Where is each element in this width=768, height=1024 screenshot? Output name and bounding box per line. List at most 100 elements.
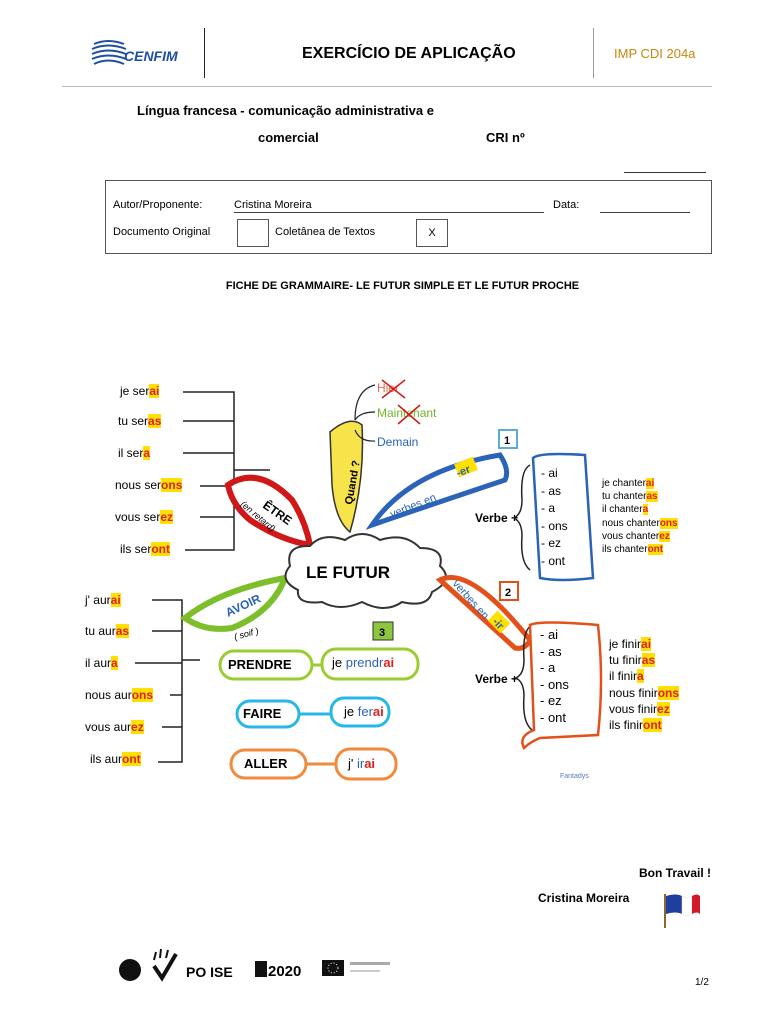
chanter-conj-line-ending: as [646, 491, 658, 503]
avoir-conj-line-stem: j' aur [85, 593, 111, 607]
irregular-ending: ai [364, 756, 376, 771]
scroll1-ending: - ez [541, 536, 562, 550]
header-rule [62, 86, 712, 87]
finir-conj-line-stem: vous finir [609, 701, 658, 716]
finir-conj-line: je finirai [609, 637, 652, 651]
irregular-verb: PRENDRE [228, 657, 292, 672]
header-divider-right [593, 28, 594, 78]
chanter-conj-line-stem: tu chanter [602, 491, 647, 503]
chanter-conj-line: tu chanteras [602, 491, 658, 503]
coletanea-label: Coletânea de Textos [275, 226, 376, 238]
mind-map: ÊTRE (en retard) AVOIR ( soif ) Quand ? … [135, 379, 603, 781]
group2-number: 2 [505, 587, 511, 599]
cri-line [624, 172, 706, 173]
finir-conj-line: il finira [609, 669, 644, 684]
chanter-conj-line-ending: ont [647, 544, 664, 555]
document-code: IMP CDI 204a [614, 46, 696, 61]
cri-label: CRI nº [486, 130, 525, 145]
chanter-conj-line-stem: je chanter [602, 478, 646, 489]
avoir-conj-line: ils auront [90, 752, 141, 766]
etre-conj-line-ending: ont [151, 542, 170, 556]
etre-conj-line-stem: il ser [118, 446, 144, 460]
irregular-ending: ai [383, 655, 395, 670]
chanter-conj-line: je chanterai [602, 478, 655, 489]
etre-conj-line: nous serons [115, 478, 183, 492]
etre-conj-line-stem: je ser [120, 384, 150, 398]
course-line-1: Língua francesa - comunicação administra… [137, 103, 434, 118]
chanter-conj-line-stem: vous chanter [602, 530, 660, 542]
verbe-plus-2: Verbe + [475, 672, 518, 686]
credit: Fantadys [560, 773, 589, 780]
avoir-conj-line-ending: ez [131, 720, 144, 734]
course-line-2: comercial [258, 130, 319, 145]
scroll1-ending: - ai [541, 466, 558, 480]
scroll2-ending: - ai [540, 627, 559, 642]
finir-conj-line-stem: il finir [609, 669, 638, 684]
chanter-conj-line: il chantera [602, 504, 649, 516]
french-flag-icon [662, 890, 702, 930]
portugal-logo-icon [255, 961, 267, 977]
irregular-future: j' irai [348, 756, 375, 771]
finir-conj-line-stem: ils finir [609, 718, 644, 732]
etre-conj-line-stem: vous ser [115, 510, 161, 524]
avoir-conj-line: vous aurez [85, 720, 144, 734]
etre-conj-line-ending: a [143, 446, 151, 460]
avoir-conj-line-stem: vous aur [85, 720, 132, 734]
check-icon [152, 952, 178, 982]
irregular-future: je prendrai [332, 655, 394, 670]
sheet-title: FICHE DE GRAMMAIRE- LE FUTUR SIMPLE ET L… [225, 280, 580, 292]
finir-conj-line: nous finirons [609, 685, 680, 700]
page-title: EXERCÍCIO DE APLICAÇÃO [302, 45, 516, 62]
scroll2-ending: - ons [540, 676, 569, 692]
date-field[interactable] [600, 212, 690, 213]
group1-label-ending: -er [455, 463, 473, 480]
irregular-verb: ALLER [244, 756, 288, 771]
chanter-conj-line: ils chanteront [602, 544, 664, 555]
group1-number: 1 [504, 435, 510, 447]
eu-flag-icon [322, 960, 344, 976]
etre-conj-line-ending: ez [160, 510, 174, 524]
finir-conj-line-stem: nous finir [609, 685, 658, 700]
avoir-conj-line: tu auras [85, 624, 130, 638]
chanter-conj-line: vous chanterez [602, 530, 670, 542]
center-label: LE FUTUR [306, 563, 390, 582]
irregular-stem: prendr [345, 655, 384, 670]
verbe-plus-1: Verbe + [475, 511, 518, 525]
etre-conj-line-stem: ils ser [120, 542, 152, 556]
poise-logo-text: PO ISE [186, 964, 233, 980]
etre-conj-line-ending: ons [161, 478, 183, 492]
etre-conj-line: ils seront [120, 542, 170, 556]
doc-original-checkbox[interactable] [237, 219, 269, 247]
chanter-conj-line-ending: ons [659, 517, 678, 529]
portugal2020-logo-text: 2020 [268, 963, 302, 980]
etre-conj-line: vous serez [115, 510, 174, 524]
etre-conj-line-stem: nous ser [115, 478, 162, 492]
avoir-conj-line-ending: ai [110, 593, 121, 607]
avoir-conj-line: nous aurons [85, 688, 154, 702]
finir-conj-line-ending: ai [641, 637, 652, 651]
cenfim-logo [88, 36, 178, 72]
chanter-conj-line-stem: nous chanter [602, 517, 660, 529]
author-value[interactable]: Cristina Moreira [234, 199, 544, 213]
page-number: 1/2 [695, 977, 709, 988]
bon-travail: Bon Travail ! [639, 866, 712, 880]
coletanea-checkbox[interactable]: X [416, 219, 448, 247]
finir-conj-line-ending: ont [643, 718, 662, 732]
scroll1-ending: - a [541, 501, 556, 515]
finir-conj-line: ils finiront [609, 718, 662, 732]
chanter-conj-line-ending: ez [659, 530, 670, 542]
scroll2-ending: - ont [540, 709, 567, 725]
avoir-conj-line-ending: ont [122, 752, 141, 766]
avoir-conj-line-stem: tu aur [85, 624, 116, 638]
irregular-pronoun: je [344, 704, 358, 719]
scroll1-ending: - as [541, 483, 562, 498]
time-demain: Demain [377, 435, 418, 449]
avoir-conj-line-stem: ils aur [90, 752, 123, 766]
chanter-conj-line-ending: a [642, 504, 649, 516]
info-box [105, 180, 712, 254]
date-label: Data: [553, 199, 580, 211]
chanter-conj-line-ending: ai [645, 478, 655, 489]
avoir-conj-line-ending: as [115, 624, 130, 638]
finir-conj-line: tu finiras [609, 653, 656, 668]
avoir-conj-line-ending: a [111, 656, 118, 670]
